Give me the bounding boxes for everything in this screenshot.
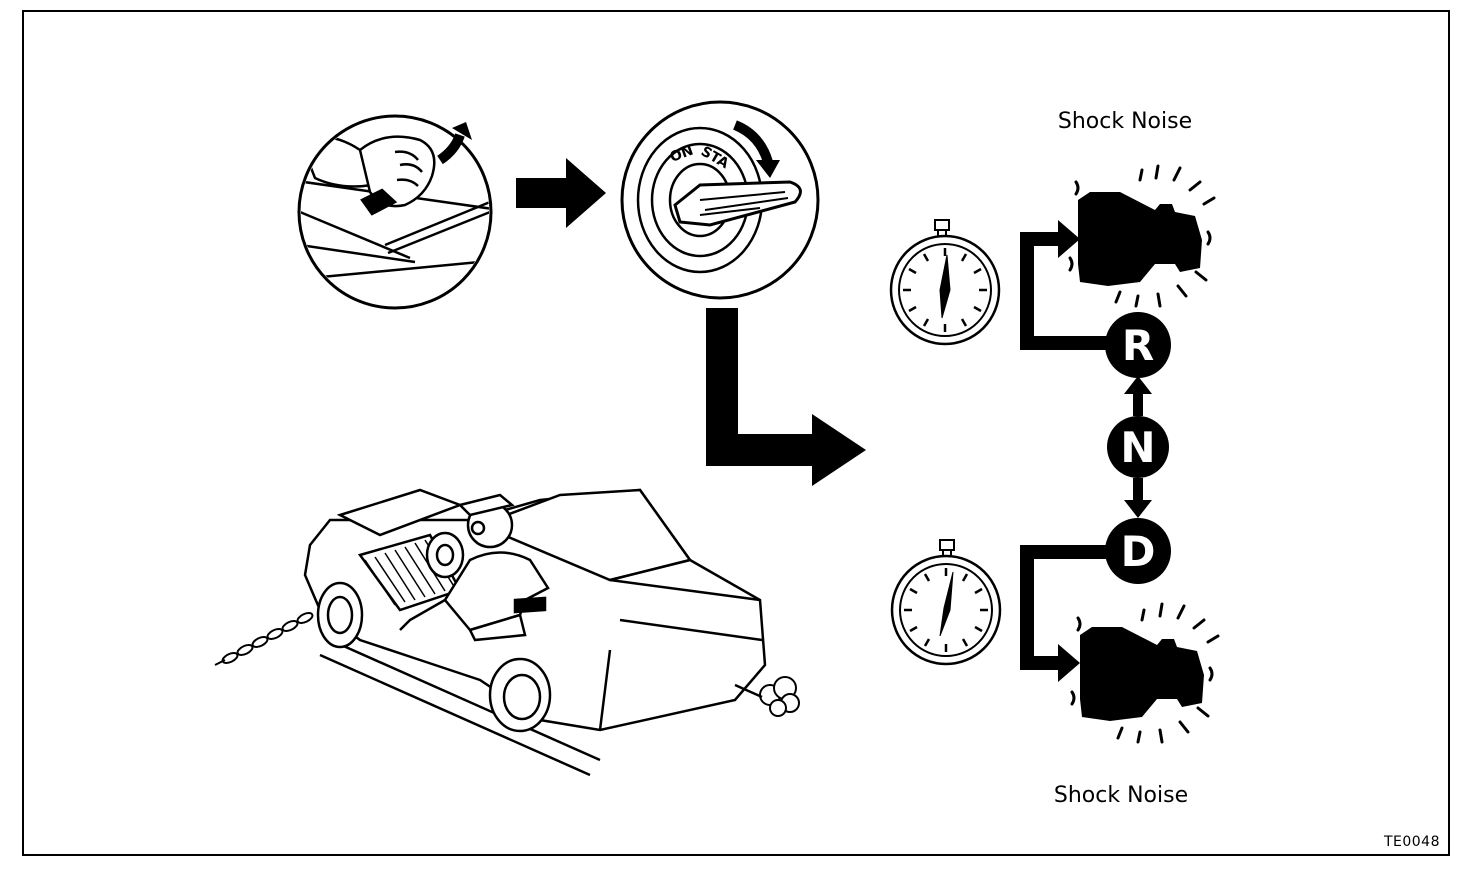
gear-r: R: [1122, 321, 1154, 370]
figure-frame: [22, 10, 1450, 856]
shock-noise-label-bottom: Shock Noise: [1053, 783, 1189, 808]
gear-n: N: [1120, 423, 1155, 472]
transmission-shock-icon: [1068, 164, 1216, 308]
arrow-right-icon: [516, 158, 606, 228]
svg-text:ON: ON: [668, 143, 696, 166]
stopwatch-icon: [890, 539, 1002, 666]
gear-selector: R N D: [1105, 312, 1171, 584]
parking-brake-hand-icon: [297, 114, 493, 310]
transmission-shock-icon: [1070, 602, 1220, 744]
stopwatch-icon: [889, 219, 1001, 346]
arrow-right-icon: [1020, 545, 1110, 682]
figure-code: TE0048: [1383, 834, 1440, 850]
gear-d: D: [1121, 527, 1156, 576]
arrow-right-icon: [706, 308, 866, 486]
arrow-right-icon: [1020, 220, 1110, 350]
shock-noise-label-top: Shock Noise: [1057, 109, 1193, 134]
car-stall-test-icon: [214, 488, 800, 777]
ignition-key-icon: ON STA: [620, 100, 820, 300]
